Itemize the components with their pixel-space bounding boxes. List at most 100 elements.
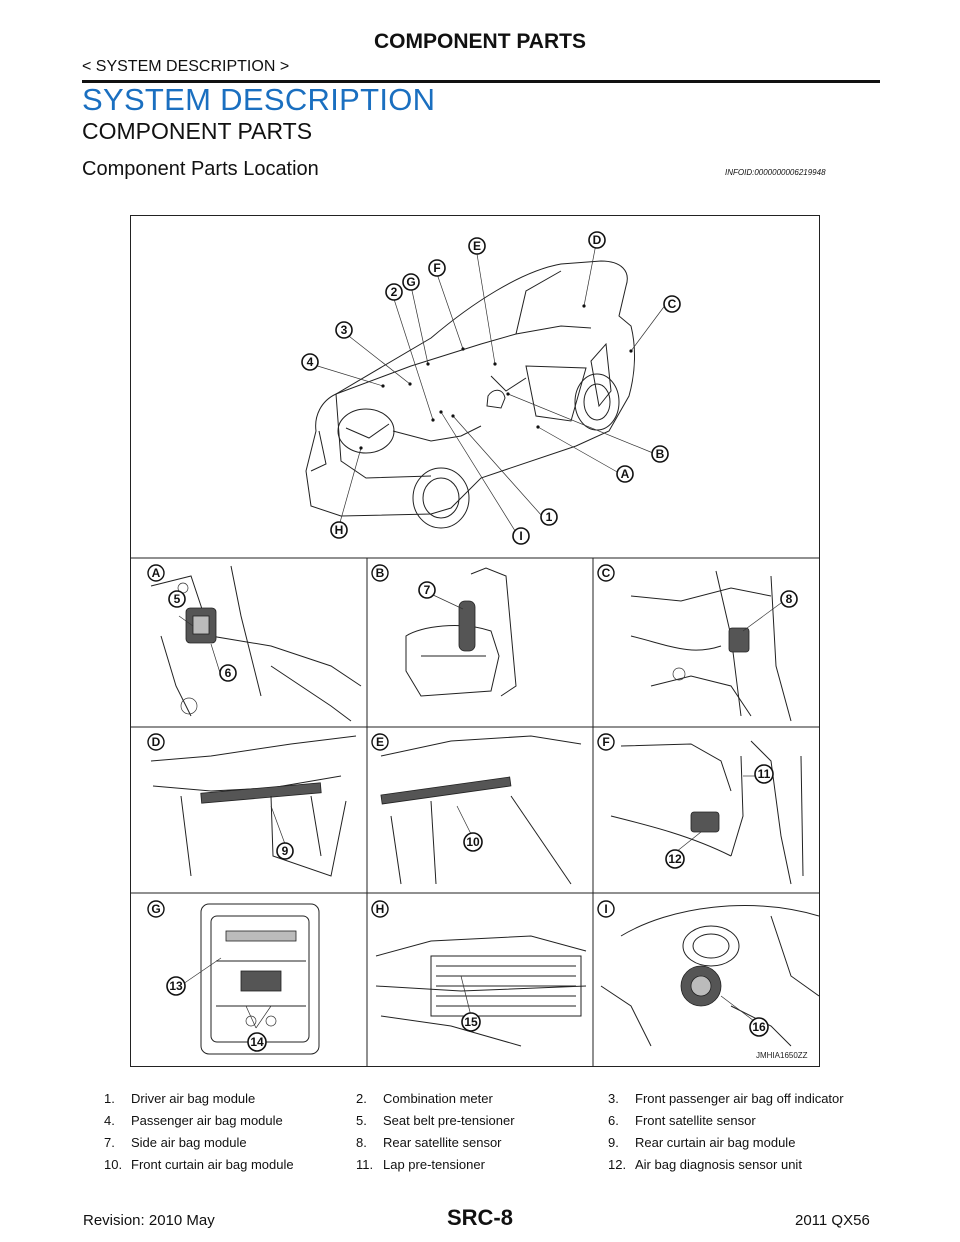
- callout-8: 8: [780, 590, 798, 608]
- callout-9: 9: [276, 842, 294, 860]
- svg-text:B: B: [656, 447, 665, 461]
- svg-text:12: 12: [668, 852, 682, 866]
- vehicle-callout-D: D: [588, 231, 606, 249]
- svg-text:F: F: [433, 261, 440, 275]
- svg-text:14: 14: [250, 1035, 264, 1049]
- vehicle-callout-A: A: [616, 465, 634, 483]
- callout-11: 11: [754, 764, 774, 784]
- detail-cell-F: [610, 740, 804, 885]
- legend-item: 11.Lap pre-tensioner: [356, 1156, 485, 1172]
- svg-text:I: I: [519, 529, 522, 543]
- svg-text:C: C: [602, 566, 611, 580]
- vehicle-callout-H: H: [330, 521, 348, 539]
- svg-text:B: B: [376, 566, 385, 580]
- cell-letter-H: H: [371, 900, 389, 918]
- callout-10: 10: [463, 832, 483, 852]
- legend-row: 1.Driver air bag module 2.Combination me…: [104, 1087, 884, 1109]
- svg-text:15: 15: [464, 1015, 478, 1029]
- vehicle-callout-F: F: [428, 259, 446, 277]
- svg-text:10: 10: [466, 835, 480, 849]
- legend-item: 3.Front passenger air bag off indicator: [608, 1090, 844, 1106]
- svg-text:9: 9: [282, 844, 289, 858]
- cell-letter-C: C: [597, 564, 615, 582]
- svg-text:4: 4: [307, 355, 314, 369]
- svg-text:1: 1: [546, 510, 553, 524]
- callout-5: 5: [168, 590, 186, 608]
- vehicle-callout-3: 3: [335, 321, 353, 339]
- callout-7: 7: [418, 581, 436, 599]
- callout-16: 16: [749, 1017, 769, 1037]
- vehicle-callout-E: E: [468, 237, 486, 255]
- info-id: INFOID:0000000006219948: [725, 168, 826, 177]
- detail-cell-C: [630, 570, 792, 722]
- svg-text:H: H: [376, 902, 385, 916]
- legend-item: 8.Rear satellite sensor: [356, 1134, 502, 1150]
- subsection-title: COMPONENT PARTS: [82, 118, 313, 144]
- figure-code: JMHIA1650ZZ: [756, 1051, 808, 1060]
- legend-item: 2.Combination meter: [356, 1090, 493, 1106]
- legend-item: 12.Air bag diagnosis sensor unit: [608, 1156, 802, 1172]
- legend-item: 4.Passenger air bag module: [104, 1112, 283, 1128]
- legend-item: 1.Driver air bag module: [104, 1090, 256, 1106]
- detail-cell-A: [150, 565, 362, 722]
- detail-cell-G: [182, 903, 320, 1055]
- svg-text:11: 11: [758, 767, 771, 781]
- cell-letter-G: G: [147, 900, 165, 918]
- svg-text:G: G: [151, 902, 160, 916]
- vehicle-callout-G: G: [402, 273, 420, 291]
- vehicle-leaders: [310, 243, 667, 535]
- svg-text:C: C: [668, 297, 677, 311]
- vehicle-callout-1: 1: [540, 508, 558, 526]
- cell-letter-E: E: [371, 733, 389, 751]
- svg-text:8: 8: [786, 592, 793, 606]
- vehicle-callout-C: C: [663, 295, 681, 313]
- detail-cell-E: [380, 735, 582, 885]
- legend-item: 6.Front satellite sensor: [608, 1112, 756, 1128]
- cell-letter-F: F: [597, 733, 615, 751]
- vehicle-callout-4: 4: [301, 353, 319, 371]
- footer-revision: Revision: 2010 May: [83, 1212, 215, 1229]
- callout-6: 6: [219, 664, 237, 682]
- svg-text:7: 7: [424, 583, 431, 597]
- svg-text:D: D: [593, 233, 602, 247]
- vehicle-callout-I: I: [512, 527, 530, 545]
- callout-15: 15: [461, 1012, 481, 1032]
- legend-row: 10.Front curtain air bag module 11.Lap p…: [104, 1153, 884, 1175]
- svg-text:A: A: [152, 566, 161, 580]
- component-legend: 1.Driver air bag module 2.Combination me…: [104, 1087, 884, 1175]
- legend-item: 7.Side air bag module: [104, 1134, 247, 1150]
- footer-page-number: SRC-8: [446, 1205, 513, 1230]
- topic-heading: Component Parts Location: [82, 158, 319, 180]
- legend-row: 7.Side air bag module 8.Rear satellite s…: [104, 1131, 884, 1153]
- cell-letter-B: B: [371, 564, 389, 582]
- svg-text:E: E: [376, 735, 384, 749]
- svg-text:5: 5: [174, 592, 181, 606]
- svg-text:A: A: [621, 467, 630, 481]
- cell-letter-A: A: [147, 564, 165, 582]
- vehicle-drawing: [305, 260, 636, 529]
- svg-text:13: 13: [169, 979, 183, 993]
- legend-item: 5.Seat belt pre-tensioner: [356, 1112, 515, 1128]
- svg-text:3: 3: [341, 323, 348, 337]
- detail-cell-B: [405, 567, 517, 697]
- cell-letter-I: I: [597, 900, 615, 918]
- svg-text:D: D: [152, 735, 161, 749]
- figure-canvas: D E F G 2 3 4 C B A 1 I H A 5 6: [131, 231, 819, 1066]
- svg-text:6: 6: [225, 666, 232, 680]
- section-title: SYSTEM DESCRIPTION: [82, 82, 436, 117]
- detail-cell-D: [150, 735, 357, 877]
- page-header-title: COMPONENT PARTS: [374, 30, 586, 53]
- component-location-figure: D E F G 2 3 4 C B A 1 I H A 5 6: [130, 215, 820, 1067]
- svg-text:F: F: [602, 735, 609, 749]
- legend-row: 4.Passenger air bag module 5.Seat belt p…: [104, 1109, 884, 1131]
- legend-item: 10.Front curtain air bag module: [104, 1156, 294, 1172]
- footer-model: 2011 QX56: [795, 1212, 870, 1229]
- vehicle-callout-2: 2: [385, 283, 403, 301]
- svg-text:H: H: [335, 523, 344, 537]
- callout-14: 14: [247, 1032, 267, 1052]
- svg-text:E: E: [473, 239, 481, 253]
- callout-12: 12: [665, 849, 685, 869]
- breadcrumb: < SYSTEM DESCRIPTION >: [82, 58, 290, 75]
- svg-text:2: 2: [391, 285, 398, 299]
- svg-text:16: 16: [752, 1020, 766, 1034]
